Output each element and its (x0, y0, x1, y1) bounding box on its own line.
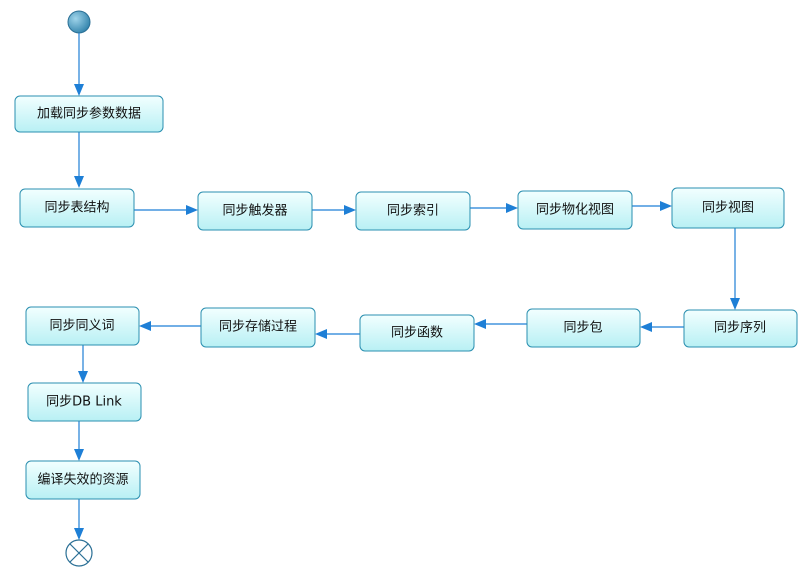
node-label: 同步触发器 (222, 203, 287, 219)
end-node (65, 539, 93, 567)
node-sync-procedure[interactable]: 同步存储过程 (200, 307, 316, 348)
node-sync-function[interactable]: 同步函数 (359, 314, 475, 352)
node-label: 同步DB Link (46, 395, 122, 410)
arrowhead (139, 321, 151, 331)
arrowhead (74, 528, 84, 540)
arrowhead (506, 203, 518, 213)
arrowhead (74, 449, 84, 461)
node-label: 同步序列 (714, 321, 766, 336)
node-label: 同步索引 (387, 204, 439, 219)
arrowhead (74, 176, 84, 188)
node-label: 同步包 (563, 321, 602, 336)
node-label: 同步存储过程 (219, 320, 297, 335)
node-label: 同步同义词 (49, 319, 114, 334)
arrowhead (660, 201, 672, 211)
node-label: 加载同步参数数据 (37, 106, 141, 122)
node-label: 编译失效的资源 (37, 472, 128, 488)
node-load-params[interactable]: 加载同步参数数据 (14, 95, 164, 133)
arrowhead (186, 205, 198, 215)
node-sync-package[interactable]: 同步包 (526, 308, 641, 348)
node-sync-dblink[interactable]: 同步DB Link (27, 382, 142, 422)
node-label: 同步函数 (391, 326, 443, 341)
arrowhead (730, 298, 740, 310)
arrowhead (344, 205, 356, 215)
arrowhead (315, 329, 327, 339)
arrowhead (640, 322, 652, 332)
node-label: 同步物化视图 (536, 203, 614, 218)
node-sync-sequence[interactable]: 同步序列 (683, 309, 798, 348)
node-sync-trigger[interactable]: 同步触发器 (197, 191, 313, 231)
arrowhead (74, 84, 84, 96)
node-sync-synonym[interactable]: 同步同义词 (25, 306, 140, 346)
node-sync-index[interactable]: 同步索引 (355, 191, 471, 231)
edges (74, 33, 740, 540)
node-sync-table[interactable]: 同步表结构 (19, 188, 135, 228)
node-label: 同步视图 (702, 201, 754, 216)
node-sync-mview[interactable]: 同步物化视图 (517, 190, 633, 230)
arrowhead (78, 371, 88, 383)
node-sync-view[interactable]: 同步视图 (671, 187, 785, 229)
arrowhead (474, 319, 486, 329)
node-label: 同步表结构 (44, 201, 109, 216)
start-node (67, 10, 91, 34)
node-compile-invalid[interactable]: 编译失效的资源 (25, 460, 141, 500)
